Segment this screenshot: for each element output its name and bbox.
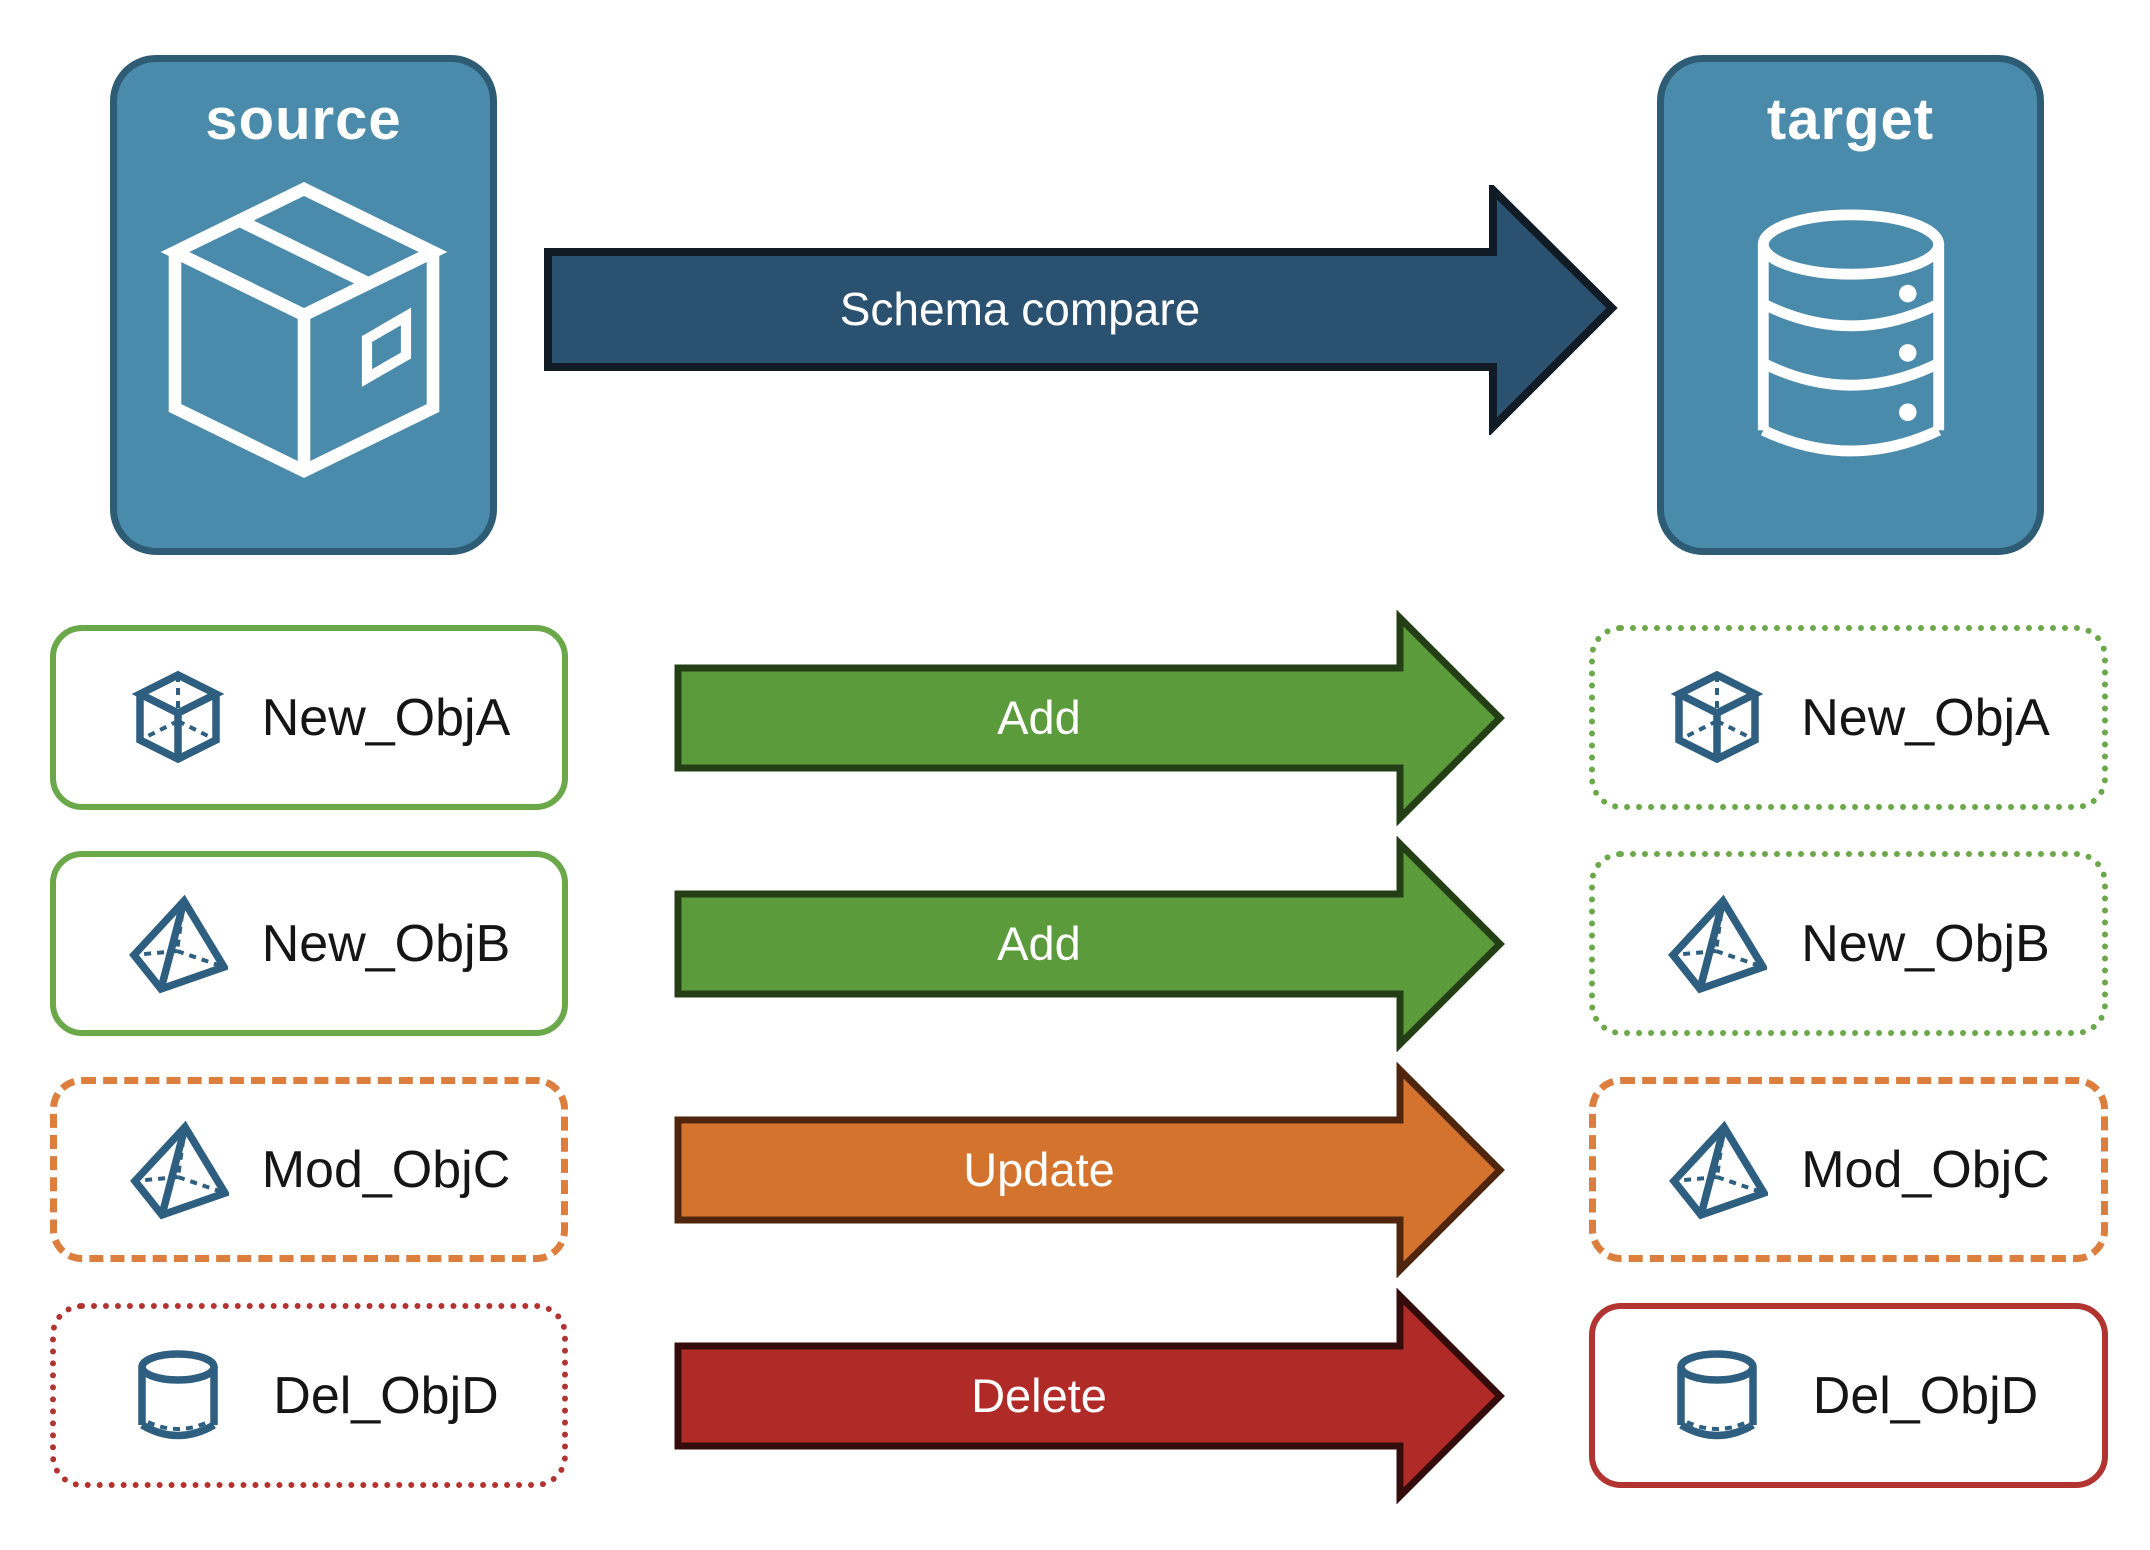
pyramid-icon [129, 894, 228, 993]
source-object-card-new-objb: New_ObjB [50, 851, 568, 1036]
target-object-card-new-objb: New_ObjB [1589, 851, 2108, 1036]
target-panel-title: target [1766, 87, 1935, 152]
source-object-card-new-obja: New_ObjA [50, 625, 568, 810]
schema-compare-arrow [544, 185, 1618, 435]
cube-icon [131, 670, 225, 763]
schema-compare-arrow-label: Schema compare [839, 283, 1201, 335]
cube-icon [1670, 670, 1764, 763]
target-panel: target [1657, 55, 2044, 555]
pyramid-icon [1669, 1120, 1768, 1219]
source-panel: source [110, 55, 497, 555]
delete-arrow [674, 1288, 1505, 1504]
object-name: Mod_ObjC [1801, 1140, 2050, 1199]
add-arrow [674, 836, 1505, 1052]
object-name: Del_ObjD [273, 1366, 499, 1425]
package-icon [160, 181, 447, 479]
cylinder-icon [1677, 1349, 1757, 1439]
source-object-card-mod-objc: Mod_ObjC [50, 1077, 568, 1262]
source-panel-title: source [205, 87, 402, 152]
target-object-card-del-objd: Del_ObjD [1589, 1303, 2108, 1488]
database-icon [1757, 209, 1944, 457]
pyramid-icon [130, 1120, 229, 1219]
object-name: Mod_ObjC [261, 1140, 511, 1199]
object-name: Del_ObjD [1812, 1366, 2039, 1425]
add-arrow-label: Add [997, 916, 1081, 970]
delete-arrow-label: Delete [971, 1368, 1107, 1422]
object-name: New_ObjA [261, 688, 511, 747]
pyramid-icon [1668, 894, 1767, 993]
cylinder-icon [138, 1349, 218, 1439]
object-name: New_ObjA [1801, 688, 2050, 747]
source-object-card-del-objd: Del_ObjD [50, 1303, 568, 1488]
object-name: New_ObjB [261, 914, 511, 973]
update-arrow [674, 1062, 1505, 1278]
add-arrow-label: Add [997, 690, 1081, 744]
update-arrow-label: Update [963, 1142, 1115, 1196]
add-arrow [674, 610, 1505, 826]
target-object-card-new-obja: New_ObjA [1589, 625, 2108, 810]
target-object-card-mod-objc: Mod_ObjC [1589, 1077, 2108, 1262]
object-name: New_ObjB [1801, 914, 2050, 973]
